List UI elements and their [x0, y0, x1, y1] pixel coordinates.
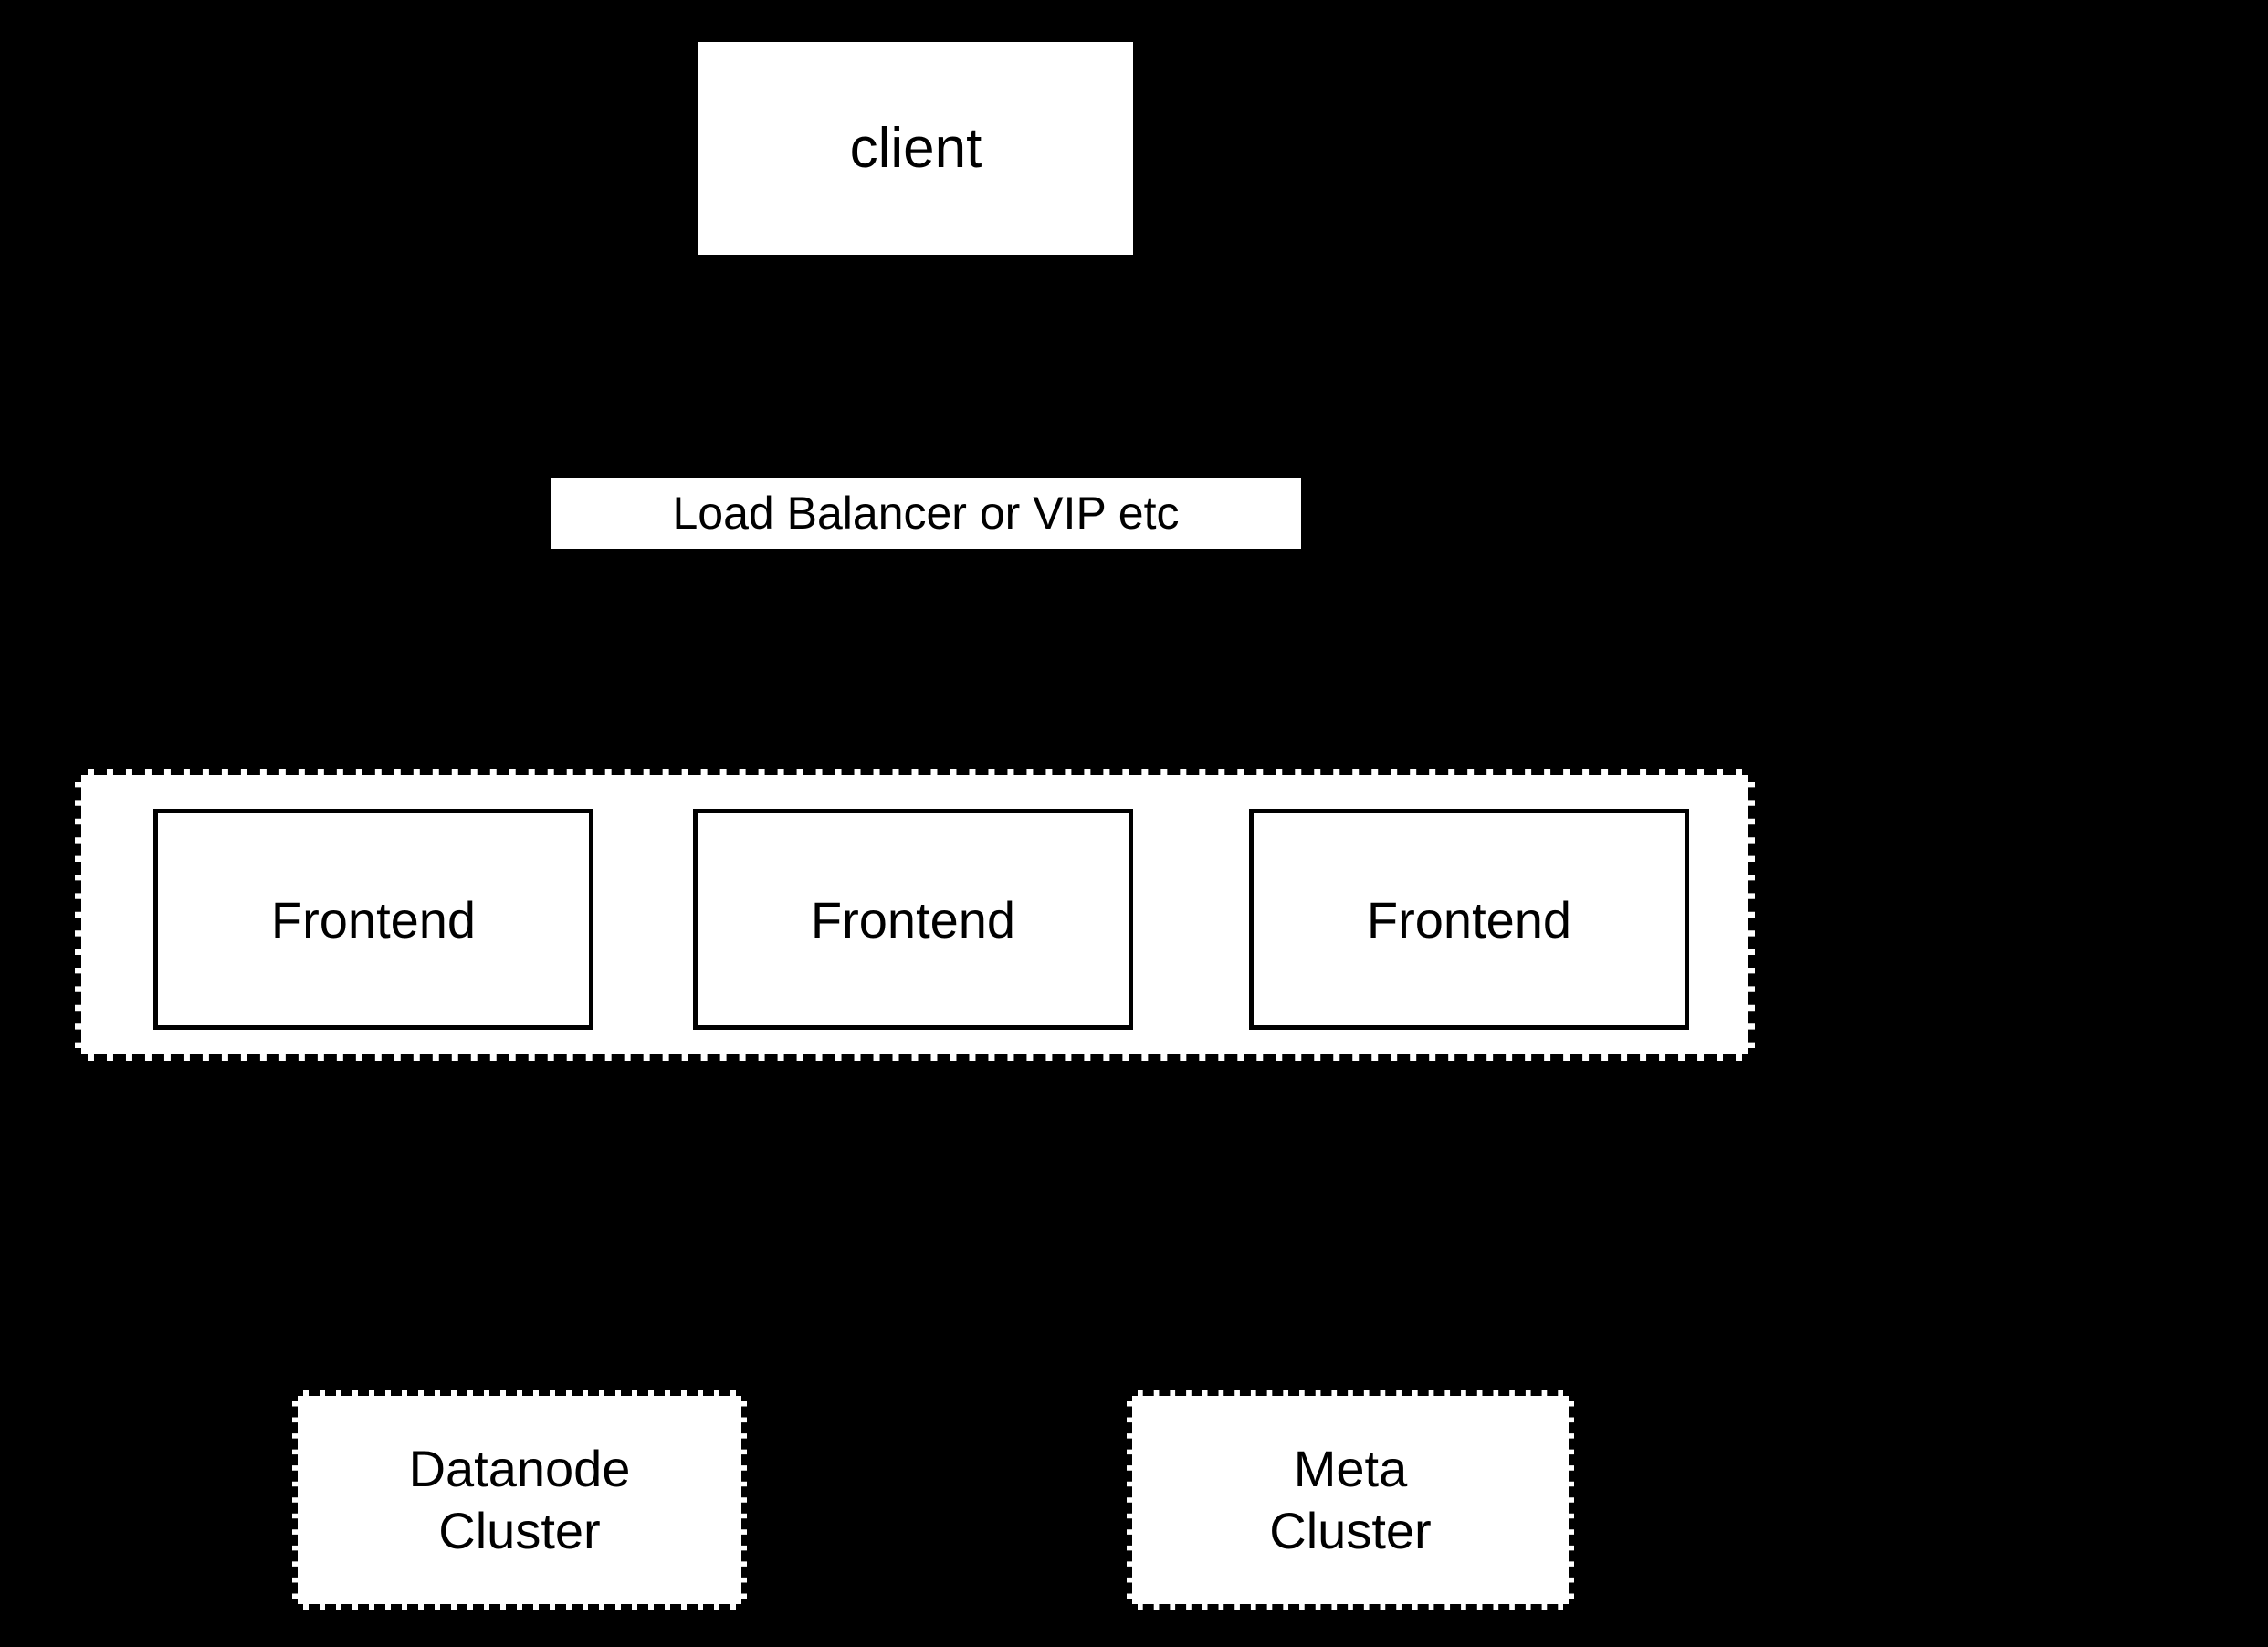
node-frontend-group: Frontend Frontend Frontend: [75, 769, 1755, 1061]
node-load-balancer[interactable]: Load Balancer or VIP etc: [551, 478, 1301, 549]
node-frontend-1[interactable]: Frontend: [153, 809, 593, 1030]
node-frontend-3[interactable]: Frontend: [1249, 809, 1689, 1030]
node-frontend-2[interactable]: Frontend: [693, 809, 1133, 1030]
node-meta-cluster[interactable]: Meta Cluster: [1127, 1390, 1574, 1610]
node-client[interactable]: client: [698, 42, 1133, 255]
node-datanode-cluster[interactable]: Datanode Cluster: [292, 1390, 747, 1610]
